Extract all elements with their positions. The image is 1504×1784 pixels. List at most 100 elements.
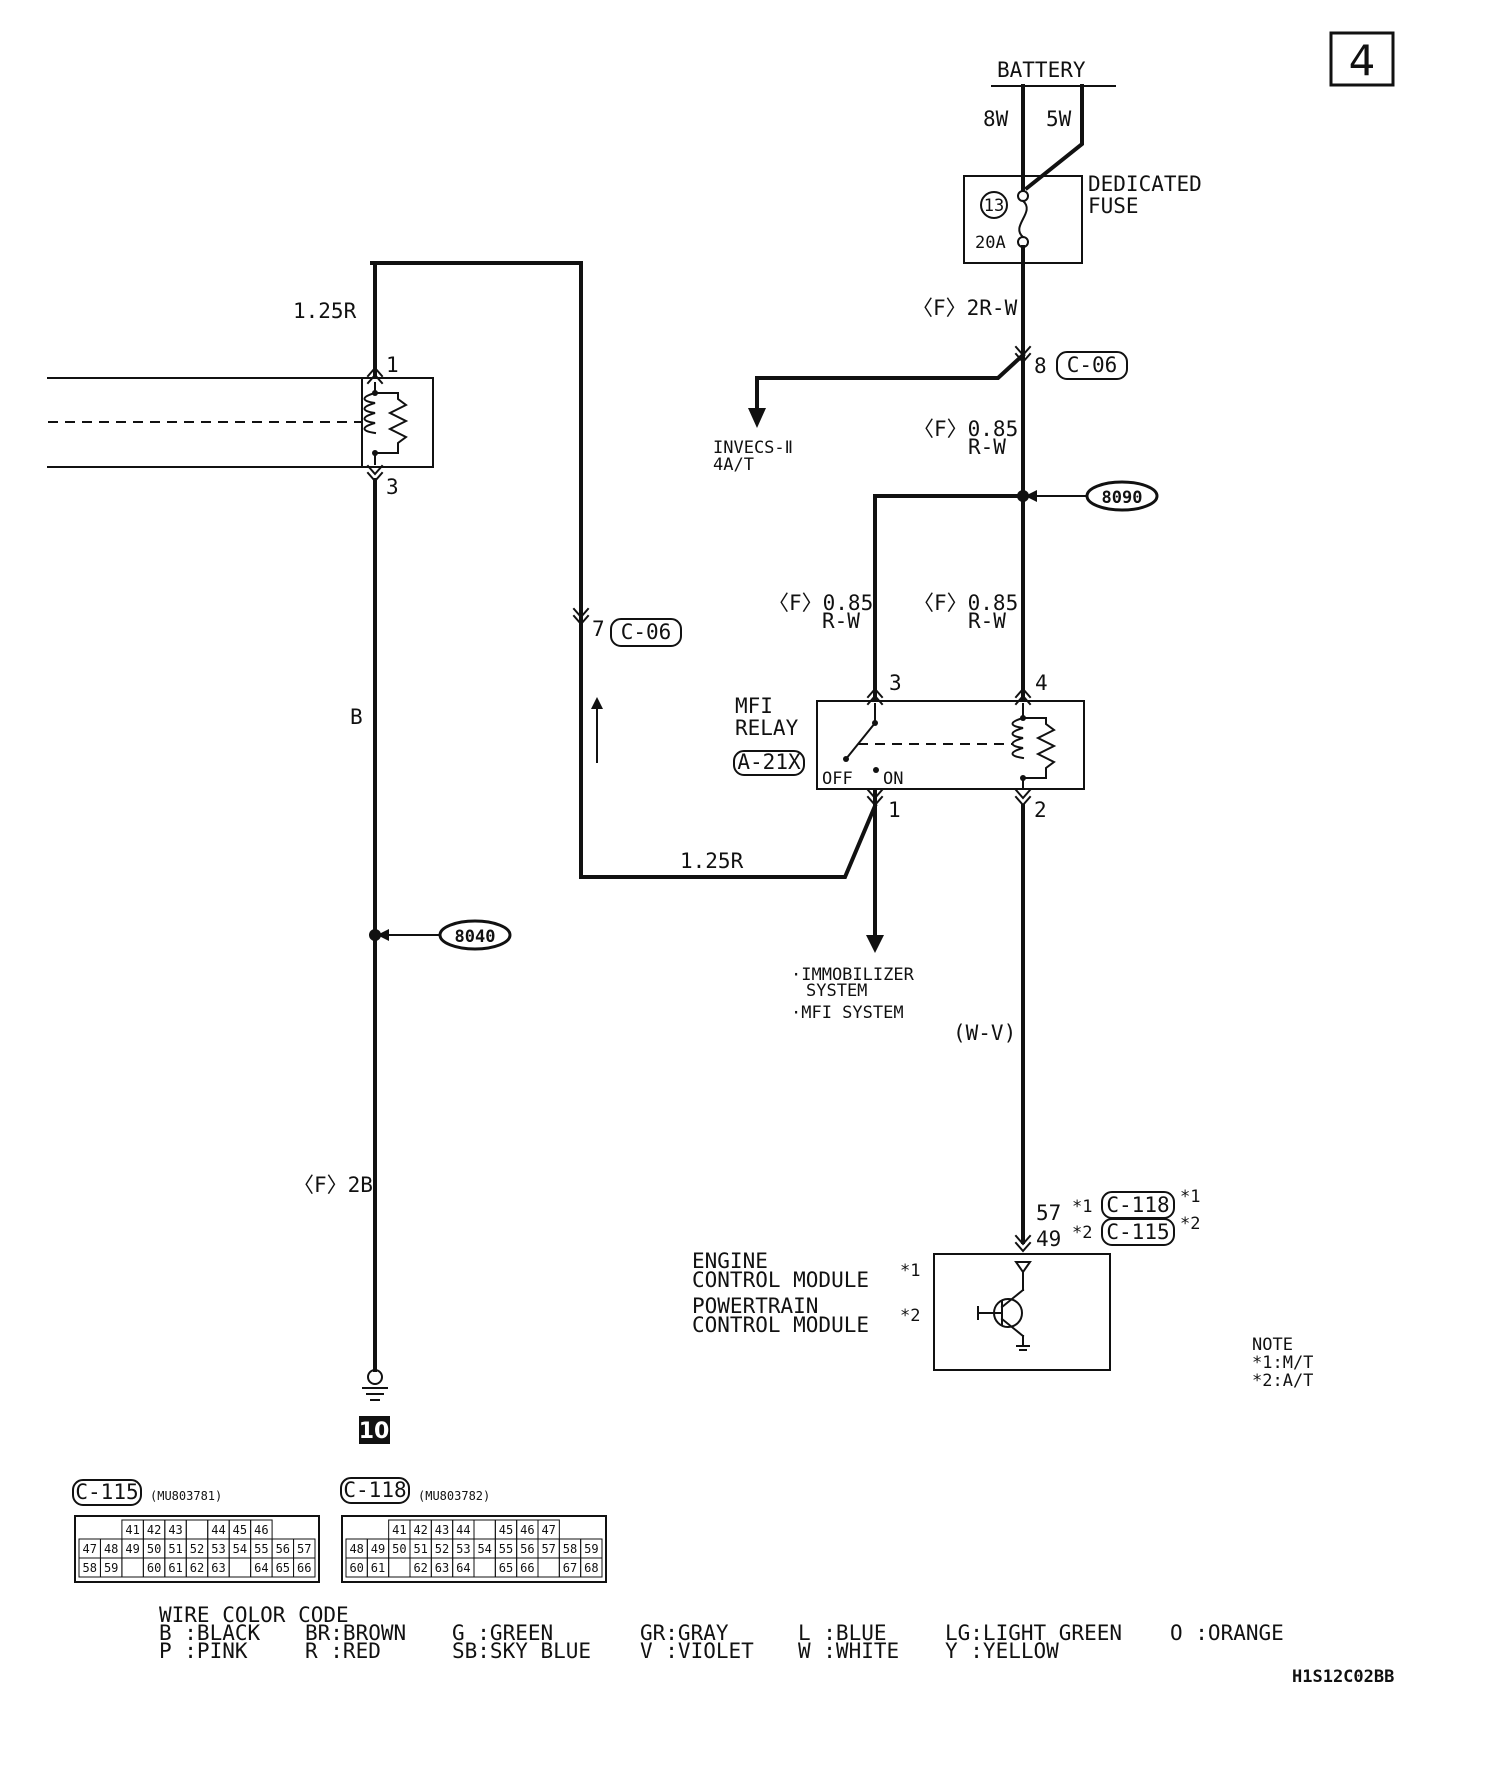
pin-number: 51 <box>168 1542 182 1556</box>
relay-output-line1: ·IMMOBILIZER <box>791 965 915 985</box>
relay-pin3: 3 <box>889 671 902 695</box>
arrow-invecs <box>748 408 766 428</box>
pin-cell <box>388 1557 411 1578</box>
page-number: 4 <box>1349 36 1376 85</box>
pin-number: 66 <box>520 1561 534 1575</box>
pin-number: 53 <box>456 1542 470 1556</box>
c115-part: (MU803781) <box>150 1489 222 1503</box>
invecs-line2: 4A/T <box>713 455 754 475</box>
c118-id: C-118 <box>343 1478 406 1502</box>
pin-cell <box>537 1557 560 1578</box>
color-code-row2-1: R :RED <box>305 1639 381 1663</box>
pin-number: 54 <box>233 1542 247 1556</box>
pin-number: 56 <box>276 1542 290 1556</box>
connector-c06-top-pin: 8 <box>1034 354 1047 378</box>
module-pin-a: 57 <box>1036 1201 1061 1225</box>
pin-number: 55 <box>499 1542 513 1556</box>
left-pin-bottom: 3 <box>386 475 399 499</box>
pin-number: 46 <box>254 1523 268 1537</box>
wire-ecm-lead: (W-V) <box>953 1021 1016 1045</box>
color-code-row1-0: B :BLACK <box>159 1621 261 1645</box>
invecs-line1: INVECS-Ⅱ <box>713 438 793 458</box>
color-code-row1-3: GR:GRAY <box>640 1621 729 1645</box>
wire-left-top: 1.25R <box>293 299 357 323</box>
pin-cell <box>473 1557 496 1578</box>
relay-pin2: 2 <box>1034 798 1047 822</box>
c115-id: C-115 <box>75 1480 138 1504</box>
pin-number: 42 <box>413 1523 427 1537</box>
pin-number: 48 <box>104 1542 118 1556</box>
pin-number: 56 <box>520 1542 534 1556</box>
color-code-row2-5: Y :YELLOW <box>945 1639 1059 1663</box>
pin-cell <box>473 1519 496 1540</box>
figure-code: H1S12C02BB <box>1292 1667 1394 1687</box>
pin-cell <box>121 1557 144 1578</box>
pin-number: 62 <box>413 1561 427 1575</box>
pin-cell <box>185 1519 209 1540</box>
battery-wire-5w: 5W <box>1046 107 1072 131</box>
wire-fuse-out: 〈F〉2R-W <box>912 296 1018 320</box>
splice-8040-label: 8040 <box>455 927 496 947</box>
pin-number: 64 <box>456 1561 470 1575</box>
left-component: 1 3 <box>47 353 434 499</box>
pin-number: 52 <box>190 1542 204 1556</box>
pin-number: 50 <box>392 1542 406 1556</box>
splice-8090-label: 8090 <box>1102 488 1143 508</box>
pin-number: 55 <box>254 1542 268 1556</box>
module-pin-b: 49 <box>1036 1227 1061 1251</box>
page-number-box: 4 <box>1329 31 1395 87</box>
pin-number: 51 <box>413 1542 427 1556</box>
wire-to-relay4-1: 〈F〉0.85 <box>913 417 1018 441</box>
pin-number: 59 <box>584 1542 598 1556</box>
wire-color-code: WIRE COLOR CODE B :BLACK BR:BROWN G :GRE… <box>159 1603 1284 1663</box>
color-code-row2-4: W :WHITE <box>798 1639 899 1663</box>
splice-8040: 8040 <box>438 919 512 951</box>
pin-number: 48 <box>349 1542 363 1556</box>
fuse-rating: 20A <box>975 233 1006 253</box>
pin-number: 63 <box>211 1561 225 1575</box>
pin-number: 65 <box>499 1561 513 1575</box>
pin-number: 41 <box>125 1523 139 1537</box>
note-line1: *1:M/T <box>1252 1353 1313 1373</box>
color-code-row1-6: O :ORANGE <box>1170 1621 1284 1645</box>
module-mark-b: *2 <box>1072 1223 1092 1243</box>
battery-label: BATTERY <box>997 58 1086 82</box>
color-code-row2-0: P :PINK <box>159 1639 248 1663</box>
relay-output-line3: ·MFI SYSTEM <box>791 1003 904 1023</box>
control-module: ENGINE CONTROL MODULE *1 POWERTRAIN CONT… <box>692 1249 1111 1371</box>
pin-number: 62 <box>190 1561 204 1575</box>
fuse-number: 13 <box>984 196 1004 216</box>
wire-branch-1: 〈F〉0.85 <box>768 591 873 615</box>
pin-number: 45 <box>233 1523 247 1537</box>
pin-number: 42 <box>147 1523 161 1537</box>
pin-number: 67 <box>563 1561 577 1575</box>
pin-number: 60 <box>349 1561 363 1575</box>
c118-part: (MU803782) <box>418 1489 490 1503</box>
color-code-row1-5: LG:LIGHT GREEN <box>945 1621 1122 1645</box>
pin-number: 44 <box>456 1523 470 1537</box>
pin-number: 57 <box>541 1542 555 1556</box>
module-line2: CONTROL MODULE <box>692 1268 869 1292</box>
relay-pin1: 1 <box>888 798 901 822</box>
color-code-row2-3: V :VIOLET <box>640 1639 754 1663</box>
color-code-row1-1: BR:BROWN <box>305 1621 406 1645</box>
pin-number: 50 <box>147 1542 161 1556</box>
color-code-row1-2: G :GREEN <box>452 1621 553 1645</box>
arrow-relay-output <box>866 935 884 953</box>
pin-number: 47 <box>83 1542 97 1556</box>
module-conn-b: C-115 <box>1106 1220 1169 1244</box>
pin-number: 43 <box>435 1523 449 1537</box>
pin-cell <box>293 1557 316 1578</box>
module-line4: CONTROL MODULE <box>692 1313 869 1337</box>
relay-title-1: MFI <box>735 694 773 718</box>
module-mark-a: *1 <box>1072 1197 1092 1217</box>
relay-off: OFF <box>822 769 853 789</box>
relay-title-2: RELAY <box>735 716 799 740</box>
pin-number: 58 <box>563 1542 577 1556</box>
wire-left-vertical: B <box>350 705 363 729</box>
module-conn-a: C-118 <box>1106 1193 1169 1217</box>
pin-number: 66 <box>297 1561 311 1575</box>
pin-number: 43 <box>168 1523 182 1537</box>
